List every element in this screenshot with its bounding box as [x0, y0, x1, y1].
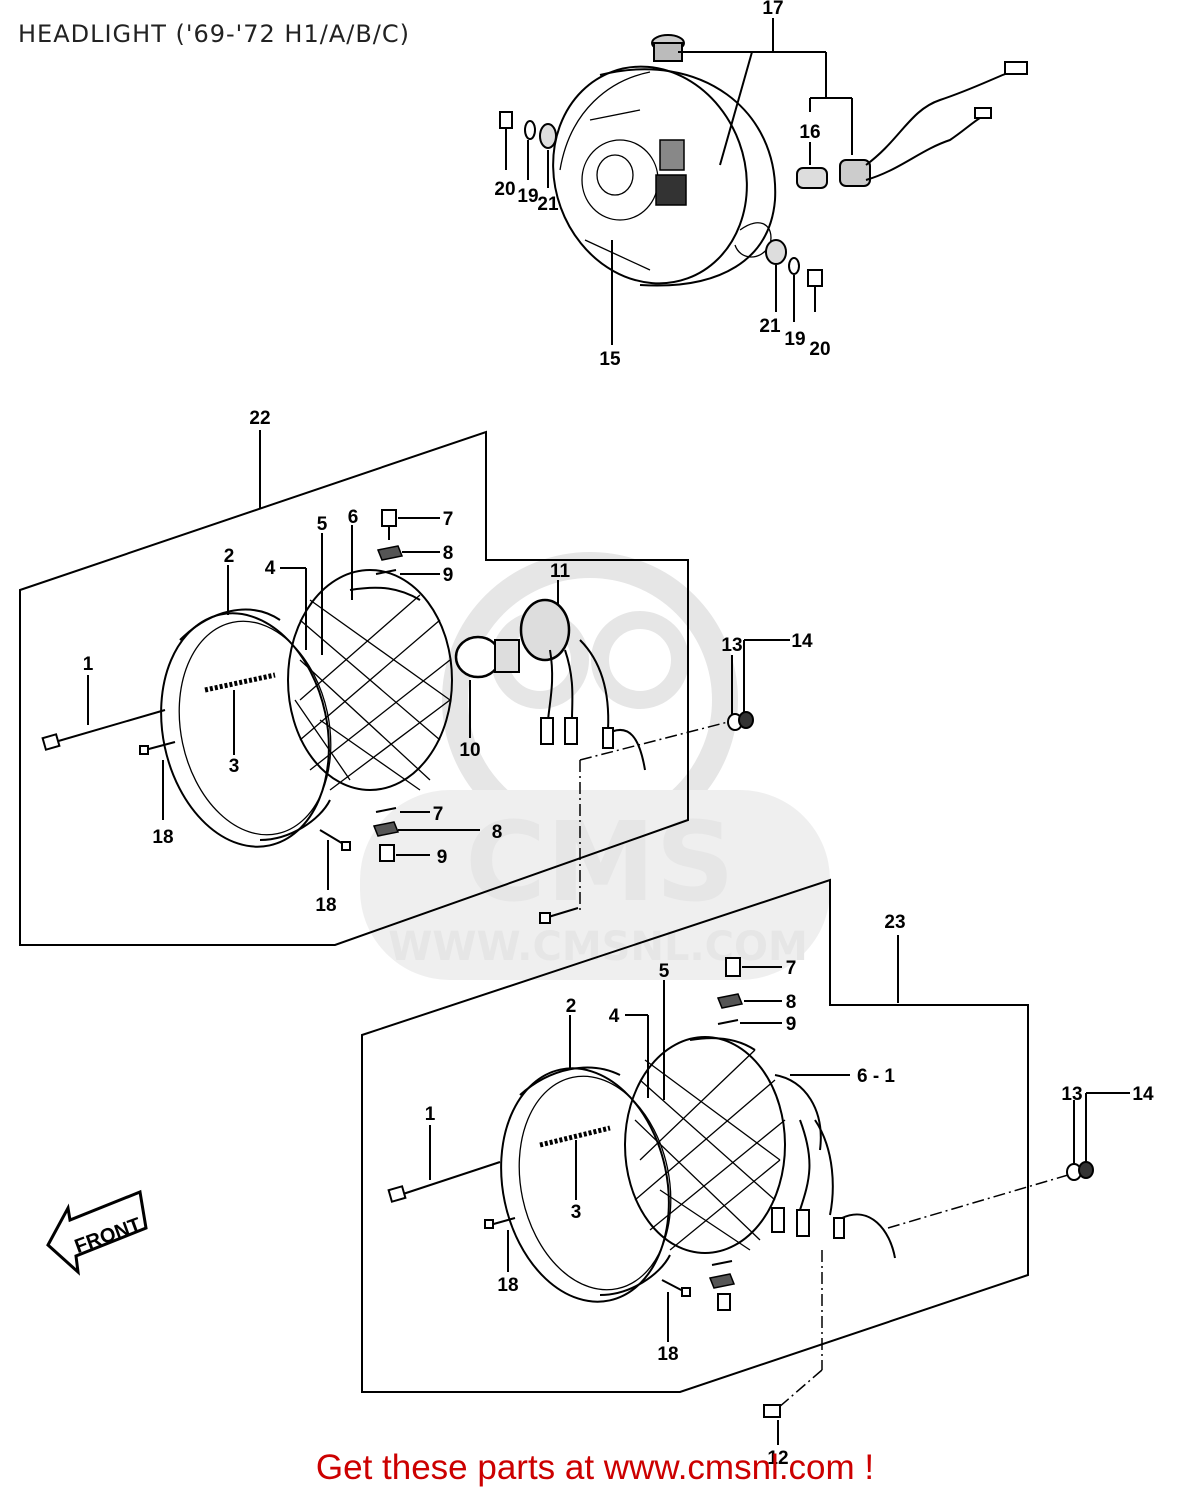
footer-shop-link[interactable]: Get these parts at www.cmsnl.com !: [315, 1448, 875, 1487]
callout-23: 23: [884, 912, 905, 933]
callout-7-bottom: 7: [433, 804, 444, 825]
assembly-23-leaders: [429, 966, 1130, 1342]
screws-18: [139, 741, 351, 851]
callout-21-right: 21: [759, 316, 781, 337]
housing-leader-lines: [527, 18, 853, 345]
callout-5-b: 5: [659, 961, 670, 982]
callout-22: 22: [249, 408, 270, 429]
ground-screw-12: [763, 1174, 1069, 1445]
callout-21-left: 21: [537, 194, 559, 215]
cmsnl-watermark: CMS WWW.CMSNL.COM: [360, 552, 830, 980]
screw-1-b: [387, 1161, 501, 1203]
callout-3: 3: [229, 756, 240, 777]
rim-2: [160, 608, 332, 848]
assembly-22-leaders: [87, 517, 790, 890]
assembly-22-frame: [19, 430, 689, 946]
bulb-10: [454, 635, 520, 679]
callout-14: 14: [791, 631, 813, 652]
callout-3-b: 3: [571, 1202, 582, 1223]
callout-8-bottom: 8: [492, 822, 503, 843]
callout-15: 15: [599, 349, 621, 370]
headlight-assembly-22: 22 1 2 3 4 5 6 7 8 9 7 8 9 10 11 13 14 1…: [19, 408, 813, 946]
spring-3-b: [539, 1125, 611, 1148]
callout-20-left: 20: [494, 179, 515, 200]
callout-16: 16: [799, 122, 820, 143]
callout-17: 17: [762, 0, 783, 19]
screws-18-b: [484, 1217, 691, 1297]
callout-2: 2: [224, 546, 235, 567]
lens-reflector-6: [287, 569, 453, 791]
callout-6-1: 6 - 1: [857, 1066, 895, 1087]
callout-18-right: 18: [315, 895, 336, 916]
headlight-assembly-23: 23 1 2 3 4 5 6 - 1 7 8 9 13 14 18 18 12: [361, 878, 1154, 1469]
callout-13: 13: [721, 635, 742, 656]
callout-8-top: 8: [443, 543, 454, 564]
rim-2-b: [500, 1066, 672, 1303]
callout-14-b: 14: [1132, 1084, 1154, 1105]
top-grommet-17: [651, 34, 685, 62]
nut-13-14: [727, 711, 754, 731]
headlight-housing-shell: [552, 65, 777, 287]
assembly-23-frame: [361, 878, 1029, 1393]
callout-4: 4: [265, 558, 276, 579]
inner-grommets-17: [655, 139, 687, 206]
callout-19-left: 19: [517, 186, 538, 207]
watermark-logo-text: CMS: [465, 798, 734, 926]
callout-19-right: 19: [784, 329, 805, 350]
bracket-hardware-bottom-b: [708, 1260, 736, 1311]
bolt-washer-left: [499, 111, 557, 170]
callout-9-bottom: 9: [437, 847, 448, 868]
nut-13-14-b: [1066, 1161, 1094, 1181]
callout-18-left: 18: [152, 827, 173, 848]
callout-20-right: 20: [809, 339, 830, 360]
callout-10: 10: [459, 740, 480, 761]
watermark-url-text: WWW.CMSNL.COM: [388, 924, 808, 970]
headlight-housing-group: 17 16 15 20 19 21 21 19 20: [494, 0, 1028, 370]
sealed-beam-6-1: [624, 1036, 896, 1259]
socket-and-wires-16: [796, 61, 1028, 189]
screw-1: [41, 709, 166, 751]
callout-5: 5: [317, 514, 328, 535]
socket-11: [519, 598, 646, 771]
callout-6: 6: [348, 507, 359, 528]
bracket-hardware-top-b: [716, 957, 744, 1025]
callout-9-b: 9: [786, 1014, 797, 1035]
front-direction-arrow: FRONT: [46, 1189, 148, 1276]
page-title: HEADLIGHT ('69-'72 H1/A/B/C): [18, 20, 410, 48]
callout-9-top: 9: [443, 565, 454, 586]
bracket-hardware-top: [375, 509, 404, 575]
callout-1-b: 1: [425, 1104, 436, 1125]
callout-7-top: 7: [443, 509, 454, 530]
callout-1: 1: [83, 654, 94, 675]
bolt-washer-right: [765, 239, 823, 312]
callout-18-b-left: 18: [497, 1275, 518, 1296]
spring-3: [204, 672, 276, 693]
callout-2-b: 2: [566, 996, 577, 1017]
callout-8-b: 8: [786, 992, 797, 1013]
callout-18-b-right: 18: [657, 1344, 678, 1365]
callout-7-b: 7: [786, 958, 797, 979]
bracket-hardware-bottom: [372, 807, 400, 862]
callout-4-b: 4: [609, 1006, 620, 1027]
callout-13-b: 13: [1061, 1084, 1082, 1105]
ground-screw: [539, 721, 729, 924]
callout-11: 11: [550, 561, 571, 582]
callout-12: 12: [767, 1448, 788, 1469]
